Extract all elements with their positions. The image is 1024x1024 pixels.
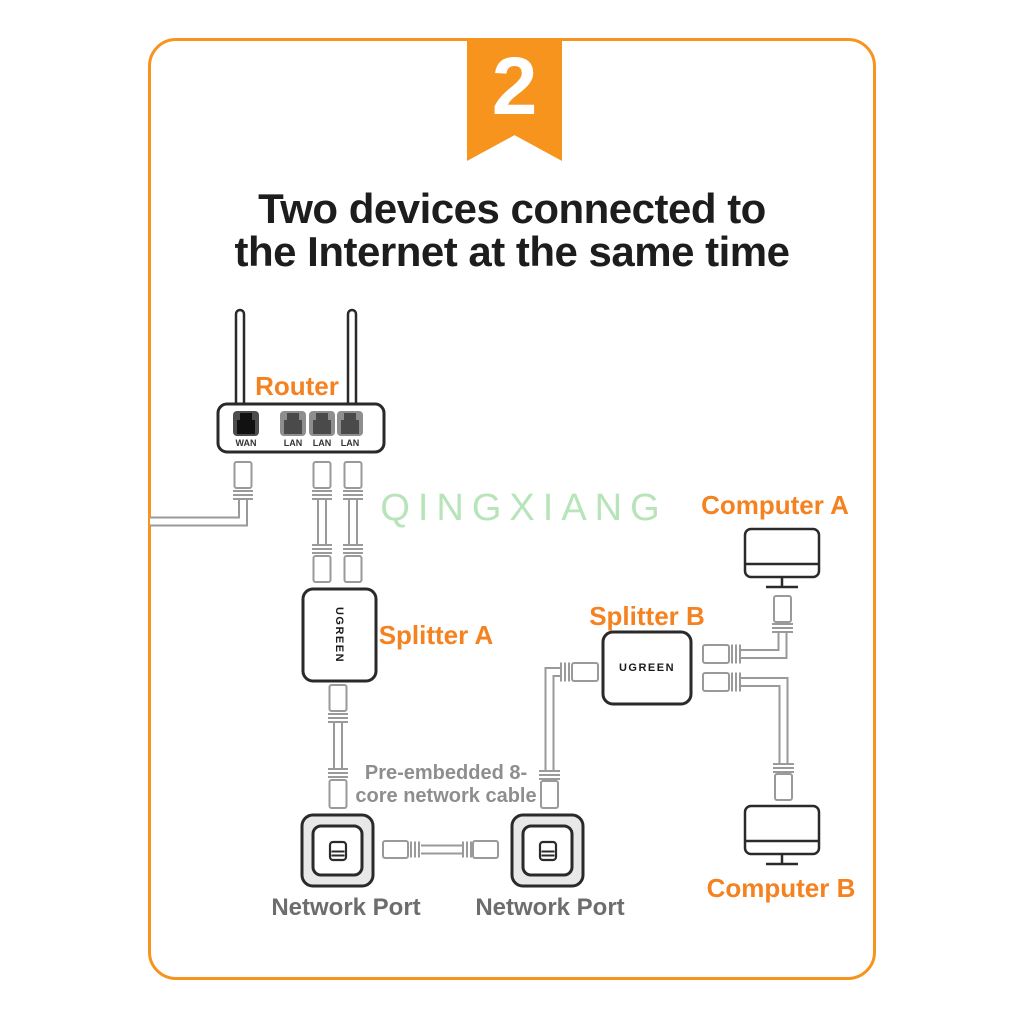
network-port-right-label: Network Port xyxy=(475,894,625,921)
step-number: 2 xyxy=(491,40,538,132)
network-port-left xyxy=(300,813,375,888)
computer-a-label: Computer A xyxy=(701,490,849,520)
splitter-b-box xyxy=(601,630,693,706)
rj45-plug-left-wallport xyxy=(328,768,348,809)
router-antenna-right xyxy=(346,308,358,410)
cable-port-to-splitter-b xyxy=(544,667,561,771)
rj45-plug-lan3-top xyxy=(343,461,363,500)
splitter-a-brand: UGREEN xyxy=(333,606,345,664)
rj45-plug-wall-cable-left xyxy=(382,840,420,859)
cable-splitter-b-to-computer-a xyxy=(740,632,788,659)
splitter-a-label: Splitter A xyxy=(378,620,494,650)
rj45-plug-right-wallport xyxy=(539,770,560,809)
router-port-lan2 xyxy=(309,411,335,436)
router-port-lan1 xyxy=(280,411,306,436)
rj45-plug-lan2-top xyxy=(312,461,332,500)
cable-wan-to-wall xyxy=(150,499,248,527)
lan2-port-label: LAN xyxy=(312,438,332,448)
splitter-b-label: Splitter B xyxy=(589,601,705,631)
lan3-port-label: LAN xyxy=(340,438,360,448)
network-port-right xyxy=(510,813,585,888)
title-line-1: Two devices connected to xyxy=(258,185,766,232)
rj45-plug-computer-a xyxy=(772,595,793,633)
rj45-plug-splitter-b-in xyxy=(560,662,599,682)
router-device xyxy=(216,308,386,454)
computer-a-monitor xyxy=(743,527,821,589)
cable-note: Pre-embedded 8- core network cable xyxy=(355,762,536,808)
cable-splitter-b-to-computer-b xyxy=(740,677,789,764)
rj45-plug-splitter-b-out-top xyxy=(702,644,741,664)
rj45-plug-wall-cable-right xyxy=(462,840,499,859)
rj45-plug-wan xyxy=(233,461,253,500)
lan1-port-label: LAN xyxy=(283,438,303,448)
network-port-left-label: Network Port xyxy=(271,894,421,921)
cable-note-line-1: Pre-embedded 8- xyxy=(364,762,528,784)
title-line-2: the Internet at the same time xyxy=(234,228,790,275)
cable-note-line-2: core network cable xyxy=(355,785,537,807)
router-label: Router xyxy=(255,371,339,401)
rj45-plug-splitter-b-out-bottom xyxy=(702,672,741,692)
rj45-plug-splitter-a-out xyxy=(328,684,348,723)
wan-port-label: WAN xyxy=(235,438,257,448)
rj45-plug-lan3-bottom xyxy=(343,544,363,583)
router-port-wan xyxy=(233,411,259,436)
router-port-lan3 xyxy=(337,411,363,436)
brand-watermark: QINGXIANG xyxy=(380,487,668,529)
computer-b-label: Computer B xyxy=(706,873,856,903)
rj45-plug-lan2-bottom xyxy=(312,544,332,583)
splitter-a-box xyxy=(301,587,378,683)
router-antenna-left xyxy=(234,308,246,410)
splitter-b-brand: UGREEN xyxy=(618,662,676,674)
computer-b-monitor xyxy=(743,804,821,866)
rj45-plug-computer-b xyxy=(773,763,794,801)
